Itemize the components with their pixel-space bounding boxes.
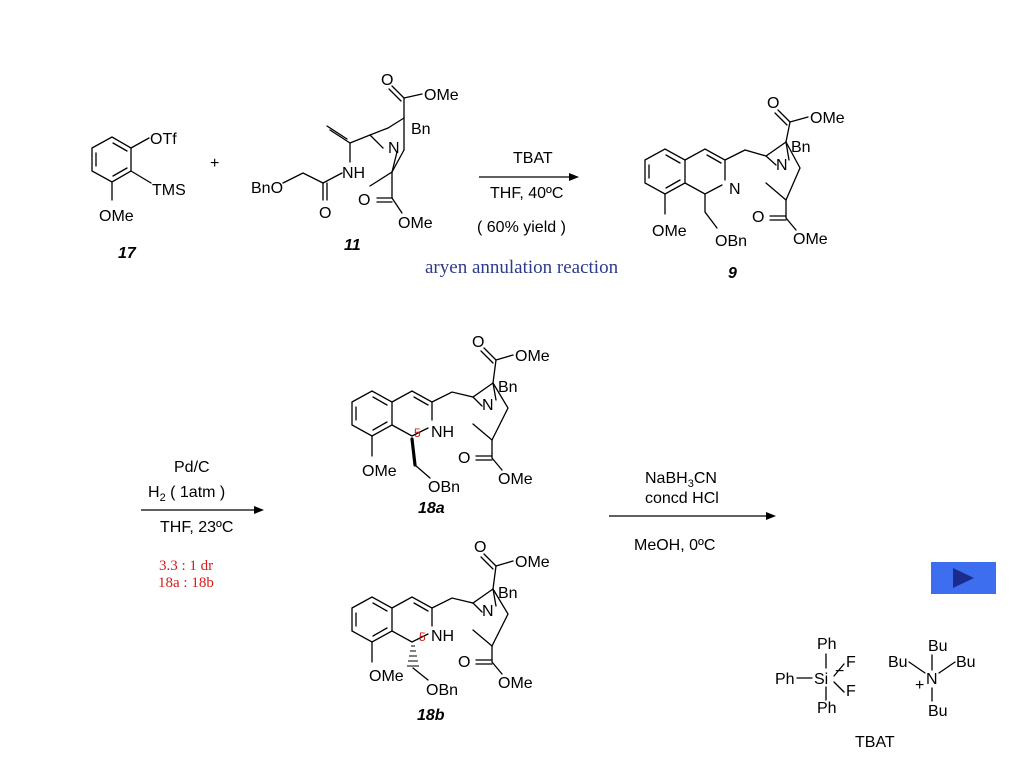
otf-group: OTf [150, 131, 177, 148]
reagent-hcl: concd HCl [645, 490, 719, 507]
ammonium-nitrogen: N [926, 671, 938, 688]
yield-text: ( 60% yield ) [477, 219, 566, 236]
obn-group: OBn [715, 233, 747, 250]
ome-aryl: OMe [652, 223, 687, 240]
bridge-nitrogen: N [388, 140, 400, 157]
ester-oxygen-bottom: O [358, 192, 370, 209]
annulation-note: aryen annulation reaction [425, 257, 619, 278]
stereocenter-c5: 5 [414, 426, 421, 440]
conditions-thf-40: THF, 40ºC [490, 185, 563, 202]
compound-11: BnO O NH N Bn O OMe O OMe 11 [251, 72, 459, 254]
bridge-nitrogen: N [482, 397, 494, 414]
reaction-arrow-1: TBAT THF, 40ºC ( 60% yield ) aryen annul… [425, 150, 619, 278]
butyl-right: Bu [956, 654, 976, 671]
ph-left: Ph [775, 671, 795, 688]
bridge-nitrogen: N [776, 157, 788, 174]
ph-top: Ph [817, 636, 837, 653]
benzyl-group: Bn [498, 585, 518, 602]
ester-oxygen-top: O [381, 72, 393, 89]
carbonyl-oxygen: O [319, 205, 331, 222]
ome-bottom: OMe [793, 231, 828, 248]
ph-bottom: Ph [817, 700, 837, 717]
ester-oxygen-top: O [472, 334, 484, 351]
obn-group: OBn [428, 479, 460, 496]
n-charge-plus: + [915, 677, 924, 694]
benzyl-group: Bn [498, 379, 518, 396]
bridge-nitrogen: N [482, 603, 494, 620]
butyl-left: Bu [888, 654, 908, 671]
ome-top: OMe [424, 87, 459, 104]
reagent-nabh3cn: NaBH3CN [645, 470, 717, 490]
stereocenter-c5: 5 [419, 630, 426, 644]
ester-oxygen-bottom: O [458, 450, 470, 467]
reaction-arrow-3: NaBH3CN concd HCl MeOH, 0ºC [609, 470, 776, 554]
ome-top: OMe [810, 110, 845, 127]
ome-aryl: OMe [369, 668, 404, 685]
benzyl-group: Bn [411, 121, 431, 138]
fluorine-top: F [846, 654, 856, 671]
compound-label-18a: 18a [418, 500, 445, 517]
ester-oxygen-top: O [767, 95, 779, 112]
conditions-thf-23: THF, 23ºC [160, 519, 233, 536]
tms-group: TMS [152, 182, 186, 199]
ome-top: OMe [515, 554, 550, 571]
ome-bottom: OMe [498, 675, 533, 692]
conditions-meoh-0: MeOH, 0ºC [634, 537, 715, 554]
reagent-tbat: TBAT [513, 150, 553, 167]
amine-nh: NH [431, 424, 454, 441]
compound-17: OTf TMS OMe 17 [91, 131, 186, 262]
ome-top: OMe [515, 348, 550, 365]
ester-oxygen-bottom: O [752, 209, 764, 226]
compound-label-17: 17 [118, 245, 137, 262]
compound-label-18b: 18b [417, 707, 445, 724]
compound-18a: NH 5 OMe OBn N Bn O OMe O OMe 18a [351, 334, 550, 517]
tbat-structure: Ph Ph Ph Si − F F Bu Bu Bu Bu N + TBAT [775, 636, 976, 751]
dr-note: 3.3 : 1 dr [159, 558, 213, 574]
amine-nh: NH [431, 628, 454, 645]
ome-aryl: OMe [362, 463, 397, 480]
ome-bottom: OMe [398, 215, 433, 232]
reagent-pdc: Pd/C [174, 459, 210, 476]
tbat-label: TBAT [855, 734, 895, 751]
ome-bottom: OMe [498, 471, 533, 488]
bno-group: BnO [251, 180, 283, 197]
si-charge-minus: − [835, 663, 844, 680]
isoquinoline-nitrogen: N [729, 181, 741, 198]
ester-oxygen-bottom: O [458, 654, 470, 671]
silicon-atom: Si [814, 671, 828, 688]
plus-sign: + [210, 155, 219, 172]
play-arrow-icon [953, 568, 974, 588]
reagent-h2: H2 ( 1atm ) [148, 484, 225, 504]
obn-group: OBn [426, 682, 458, 699]
compound-label-11: 11 [344, 237, 361, 254]
fluorine-bottom: F [846, 683, 856, 700]
compound-9: N OMe OBn N Bn O OMe O OMe 9 [644, 95, 845, 282]
ome-group: OMe [99, 208, 134, 225]
ratio-note: 18a : 18b [158, 575, 214, 591]
reaction-arrow-2: Pd/C H2 ( 1atm ) THF, 23ºC 3.3 : 1 dr 18… [141, 459, 264, 591]
compound-label-9: 9 [728, 265, 737, 282]
butyl-top: Bu [928, 638, 948, 655]
butyl-bottom: Bu [928, 703, 948, 720]
benzyl-group: Bn [791, 139, 811, 156]
ester-oxygen-top: O [474, 539, 486, 556]
amide-nh: NH [342, 165, 365, 182]
next-slide-button[interactable] [931, 562, 996, 594]
compound-18b: NH 5 OMe OBn N Bn O OMe O OMe 18b [351, 539, 550, 724]
